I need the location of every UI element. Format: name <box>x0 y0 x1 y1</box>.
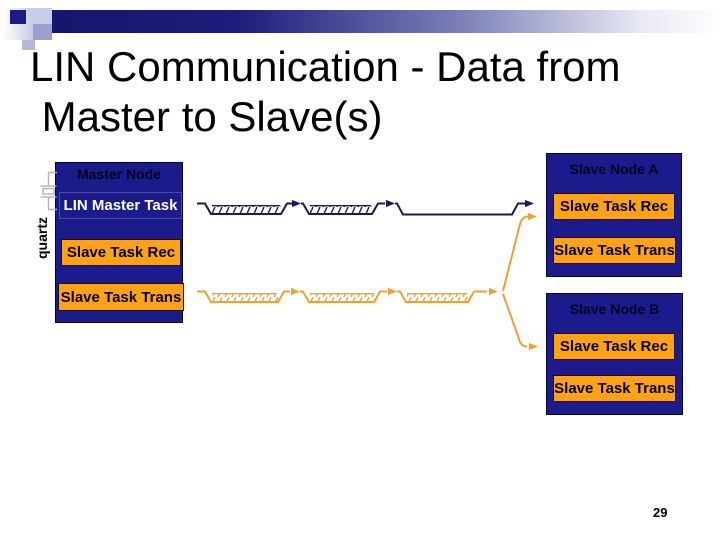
orange-arrow-3 <box>489 287 498 296</box>
orange-arrow-1 <box>291 287 300 296</box>
slave-task-waveform <box>197 215 529 348</box>
navy-burst1-hatch <box>212 205 281 214</box>
navy-break-segment <box>395 202 525 216</box>
orange-arrow-to-slave-a <box>528 212 537 221</box>
quartz-crystal-rect <box>42 187 55 195</box>
orange-arrow-2 <box>388 287 397 296</box>
slave-a-task-trans-box: Slave Task Trans <box>553 237 676 264</box>
slide-title-line1: LIN Communication - Data from <box>30 43 621 90</box>
navy-arrow-2 <box>386 199 395 208</box>
orange-branch-up <box>502 215 529 292</box>
navy-arrow-to-slave-a <box>525 199 534 208</box>
navy-burst2-hatch <box>310 205 372 214</box>
slave-node-a-title: Slave Node A <box>569 161 659 177</box>
orange-burst3-hatch <box>407 293 468 302</box>
master-slave-task-trans-box: Slave Task Trans <box>58 283 184 311</box>
lin-master-task-box: LIN Master Task <box>59 192 182 219</box>
master-slave-task-rec-box: Slave Task Rec <box>61 239 181 266</box>
orange-branch-down <box>502 293 528 348</box>
master-waveform-arrows <box>292 199 534 208</box>
quartz-wire-top <box>47 171 57 186</box>
slave-node-b-title: Slave Node B <box>569 301 660 317</box>
slide-title: LIN Communication - Data from Master to … <box>30 42 690 142</box>
deco-small-square <box>22 40 35 50</box>
orange-burst1-hatch <box>212 293 278 302</box>
quartz-wire-bottom <box>47 197 57 211</box>
slave-b-task-trans-box: Slave Task Trans <box>553 375 676 402</box>
header-gradient-bar <box>52 10 720 33</box>
slave-b-task-rec-box: Slave Task Rec <box>553 333 675 360</box>
navy-arrow-1 <box>292 199 301 208</box>
orange-burst2-hatch <box>310 293 374 302</box>
quartz-symbol-icon <box>40 171 57 211</box>
deco-navy-square <box>10 10 26 24</box>
deco-lavender-square <box>33 8 52 24</box>
slide-title-line2: Master to Slave(s) <box>30 93 383 140</box>
orange-arrow-to-slave-b <box>529 342 538 351</box>
master-node-title: Master Node <box>76 166 162 182</box>
slave-waveform-arrows <box>291 212 538 351</box>
slave-a-task-rec-box: Slave Task Rec <box>553 193 675 220</box>
page-number: 29 <box>653 505 668 520</box>
deco-medium-square <box>33 24 52 40</box>
